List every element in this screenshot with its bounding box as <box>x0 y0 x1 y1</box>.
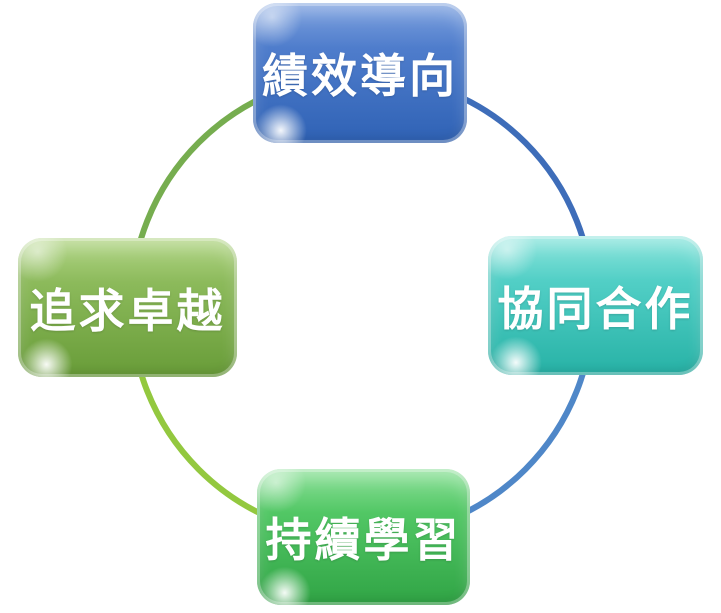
node-pursue-excellence: 追求卓越 <box>18 238 237 377</box>
node-continuous-learning: 持續學習 <box>257 469 470 605</box>
node-performance-oriented-label: 績效導向 <box>262 50 458 102</box>
node-pursue-excellence-label: 追求卓越 <box>29 284 226 337</box>
node-collaboration: 協同合作 <box>488 236 703 375</box>
node-performance-oriented: 績效導向 <box>253 3 467 143</box>
node-continuous-learning-label: 持續學習 <box>265 514 462 566</box>
node-collaboration-label: 協同合作 <box>497 282 694 335</box>
